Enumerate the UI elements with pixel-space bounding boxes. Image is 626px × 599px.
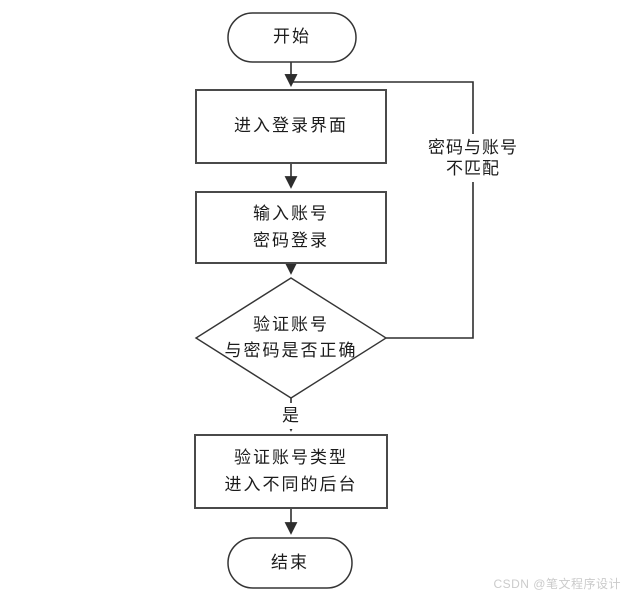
- enter-login-process-shape: [195, 89, 387, 164]
- edge-label-mismatch-line1: 密码与账号: [428, 137, 518, 157]
- verify-decision-diamond-shape: [194, 277, 388, 399]
- start-terminator-shape: [227, 12, 357, 63]
- input-credentials-process-shape: [195, 191, 387, 264]
- edge-label-mismatch-line2: 不匹配: [446, 159, 500, 178]
- connector-decision-no-loopback: [284, 74, 474, 339]
- edge-label-yes: 是: [278, 403, 304, 429]
- edge-label-yes-text: 是: [282, 406, 300, 426]
- end-terminator-shape: [227, 537, 353, 589]
- edge-label-mismatch: 密码与账号 不匹配: [423, 134, 523, 182]
- verify-type-process-shape: [194, 434, 388, 509]
- csdn-watermark: CSDN @笔文程序设计: [493, 577, 621, 591]
